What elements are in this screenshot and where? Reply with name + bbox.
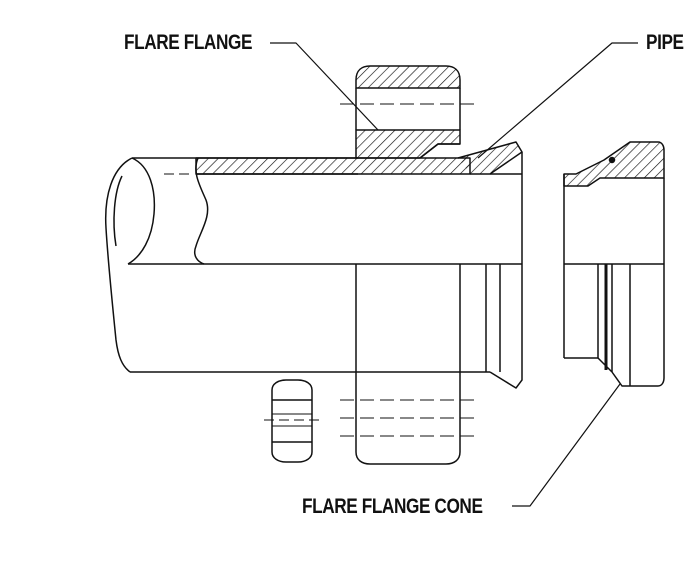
flare-flange-cone-label: FLARE FLANGE CONE — [302, 495, 483, 518]
leader-lines — [270, 42, 638, 507]
pipe — [104, 141, 523, 389]
pipe-label: PIPE — [646, 31, 684, 54]
flare-flange-cone — [563, 141, 665, 387]
flare-flange-label: FLARE FLANGE — [124, 31, 253, 54]
flare-flange — [340, 65, 476, 465]
hex-nut — [264, 379, 320, 463]
